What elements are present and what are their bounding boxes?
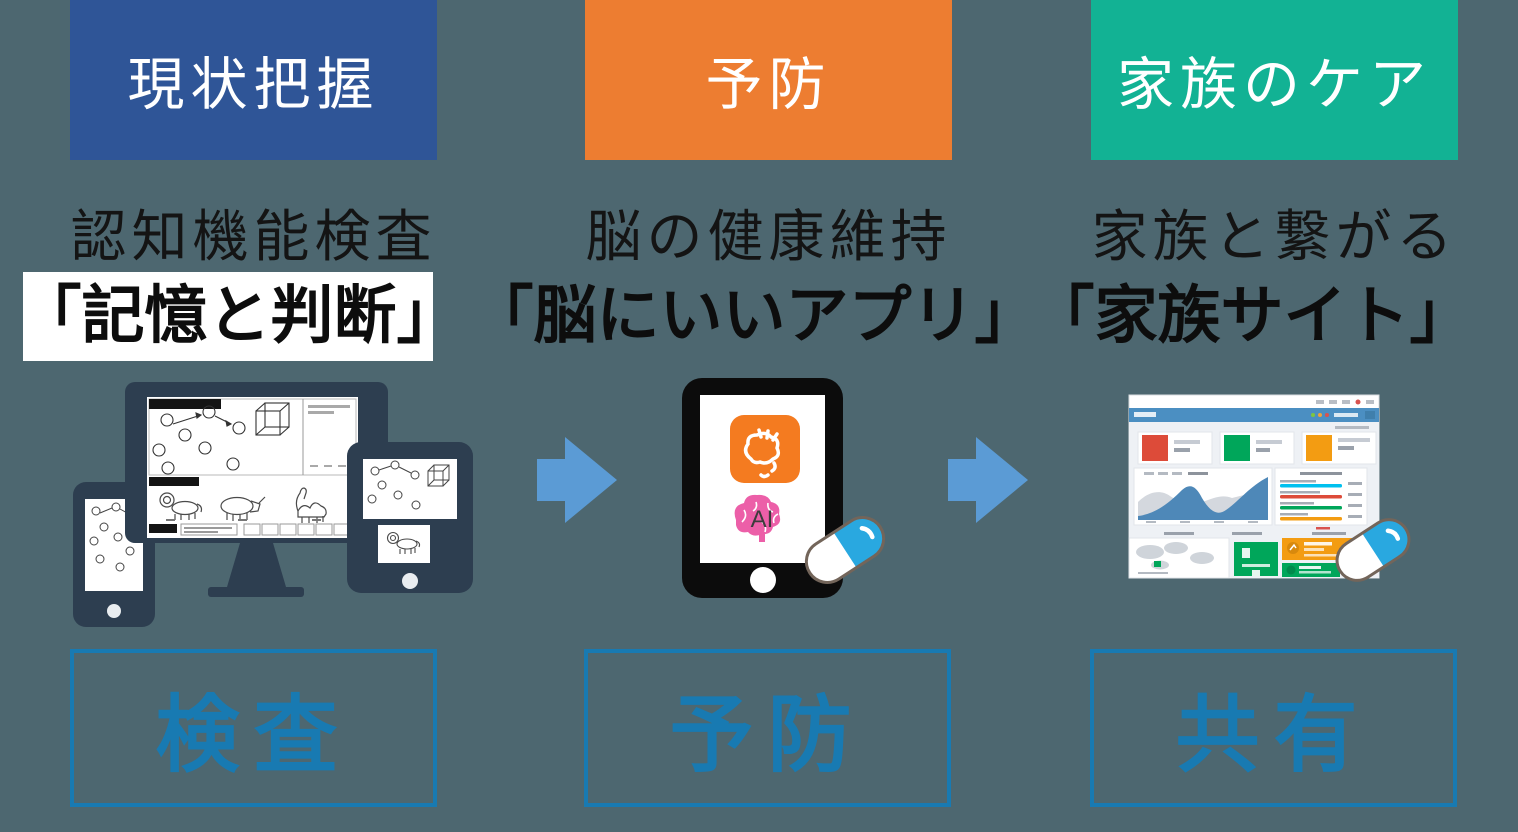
map-panel — [1128, 537, 1230, 579]
cognitive-test-sheet — [148, 398, 357, 536]
right-arrow-shape — [537, 437, 617, 523]
tablet-icon — [347, 442, 473, 593]
green-stat-panel — [1234, 542, 1278, 576]
header-prevention: 予防 — [585, 0, 952, 160]
header-family-care: 家族のケア — [1091, 0, 1458, 160]
green-banner-panel — [1282, 563, 1340, 577]
right-arrow-icon — [537, 437, 617, 523]
brain-app-icon — [730, 415, 800, 483]
header-family-care-label: 家族のケア — [1117, 53, 1432, 117]
step-box-share-label: 共有 — [1175, 687, 1372, 782]
right-arrow-icon — [948, 437, 1028, 523]
step-box-prevention: 予防 — [584, 649, 951, 807]
progress-panel — [1274, 467, 1368, 526]
product-family-site: 「家族サイト」 — [1031, 281, 1473, 351]
header-prevention-label: 予防 — [705, 53, 832, 117]
step-box-inspection-label: 検査 — [155, 687, 352, 782]
product-memory-judgment: 「記憶と判断」 — [18, 281, 460, 351]
header-current-status: 現状把握 — [70, 0, 437, 160]
family-site-dashboard-illustration — [1128, 394, 1411, 582]
subtitle-cognitive-test: 認知機能検査 — [70, 205, 437, 268]
subtitle-brain-health: 脳の健康維持 — [585, 205, 952, 268]
animal-drawings — [159, 487, 327, 523]
step-box-share: 共有 — [1090, 649, 1457, 807]
right-arrow-shape — [948, 437, 1028, 523]
brain-app-tablet-illustration: AI — [682, 378, 886, 598]
step-box-inspection: 検査 — [70, 649, 437, 807]
header-current-status-label: 現状把握 — [127, 53, 380, 117]
pill-icon — [1335, 518, 1411, 582]
tablet-icon — [682, 378, 843, 598]
dashboard-screenshot — [1128, 394, 1380, 579]
step-box-prevention-label: 予防 — [669, 687, 866, 782]
area-chart — [1133, 467, 1273, 526]
pill-icon — [804, 516, 886, 584]
ai-brain-icon: AI — [734, 494, 781, 542]
devices-test-illustration — [73, 382, 473, 627]
ai-label: AI — [751, 506, 774, 533]
monitor-icon — [125, 382, 388, 597]
subtitle-connect-family: 家族と繋がる — [1091, 205, 1458, 268]
highlight-box — [23, 272, 433, 361]
stat-cards — [1137, 431, 1377, 465]
product-brain-app: 「脳にいいアプリ」 — [470, 281, 1038, 351]
